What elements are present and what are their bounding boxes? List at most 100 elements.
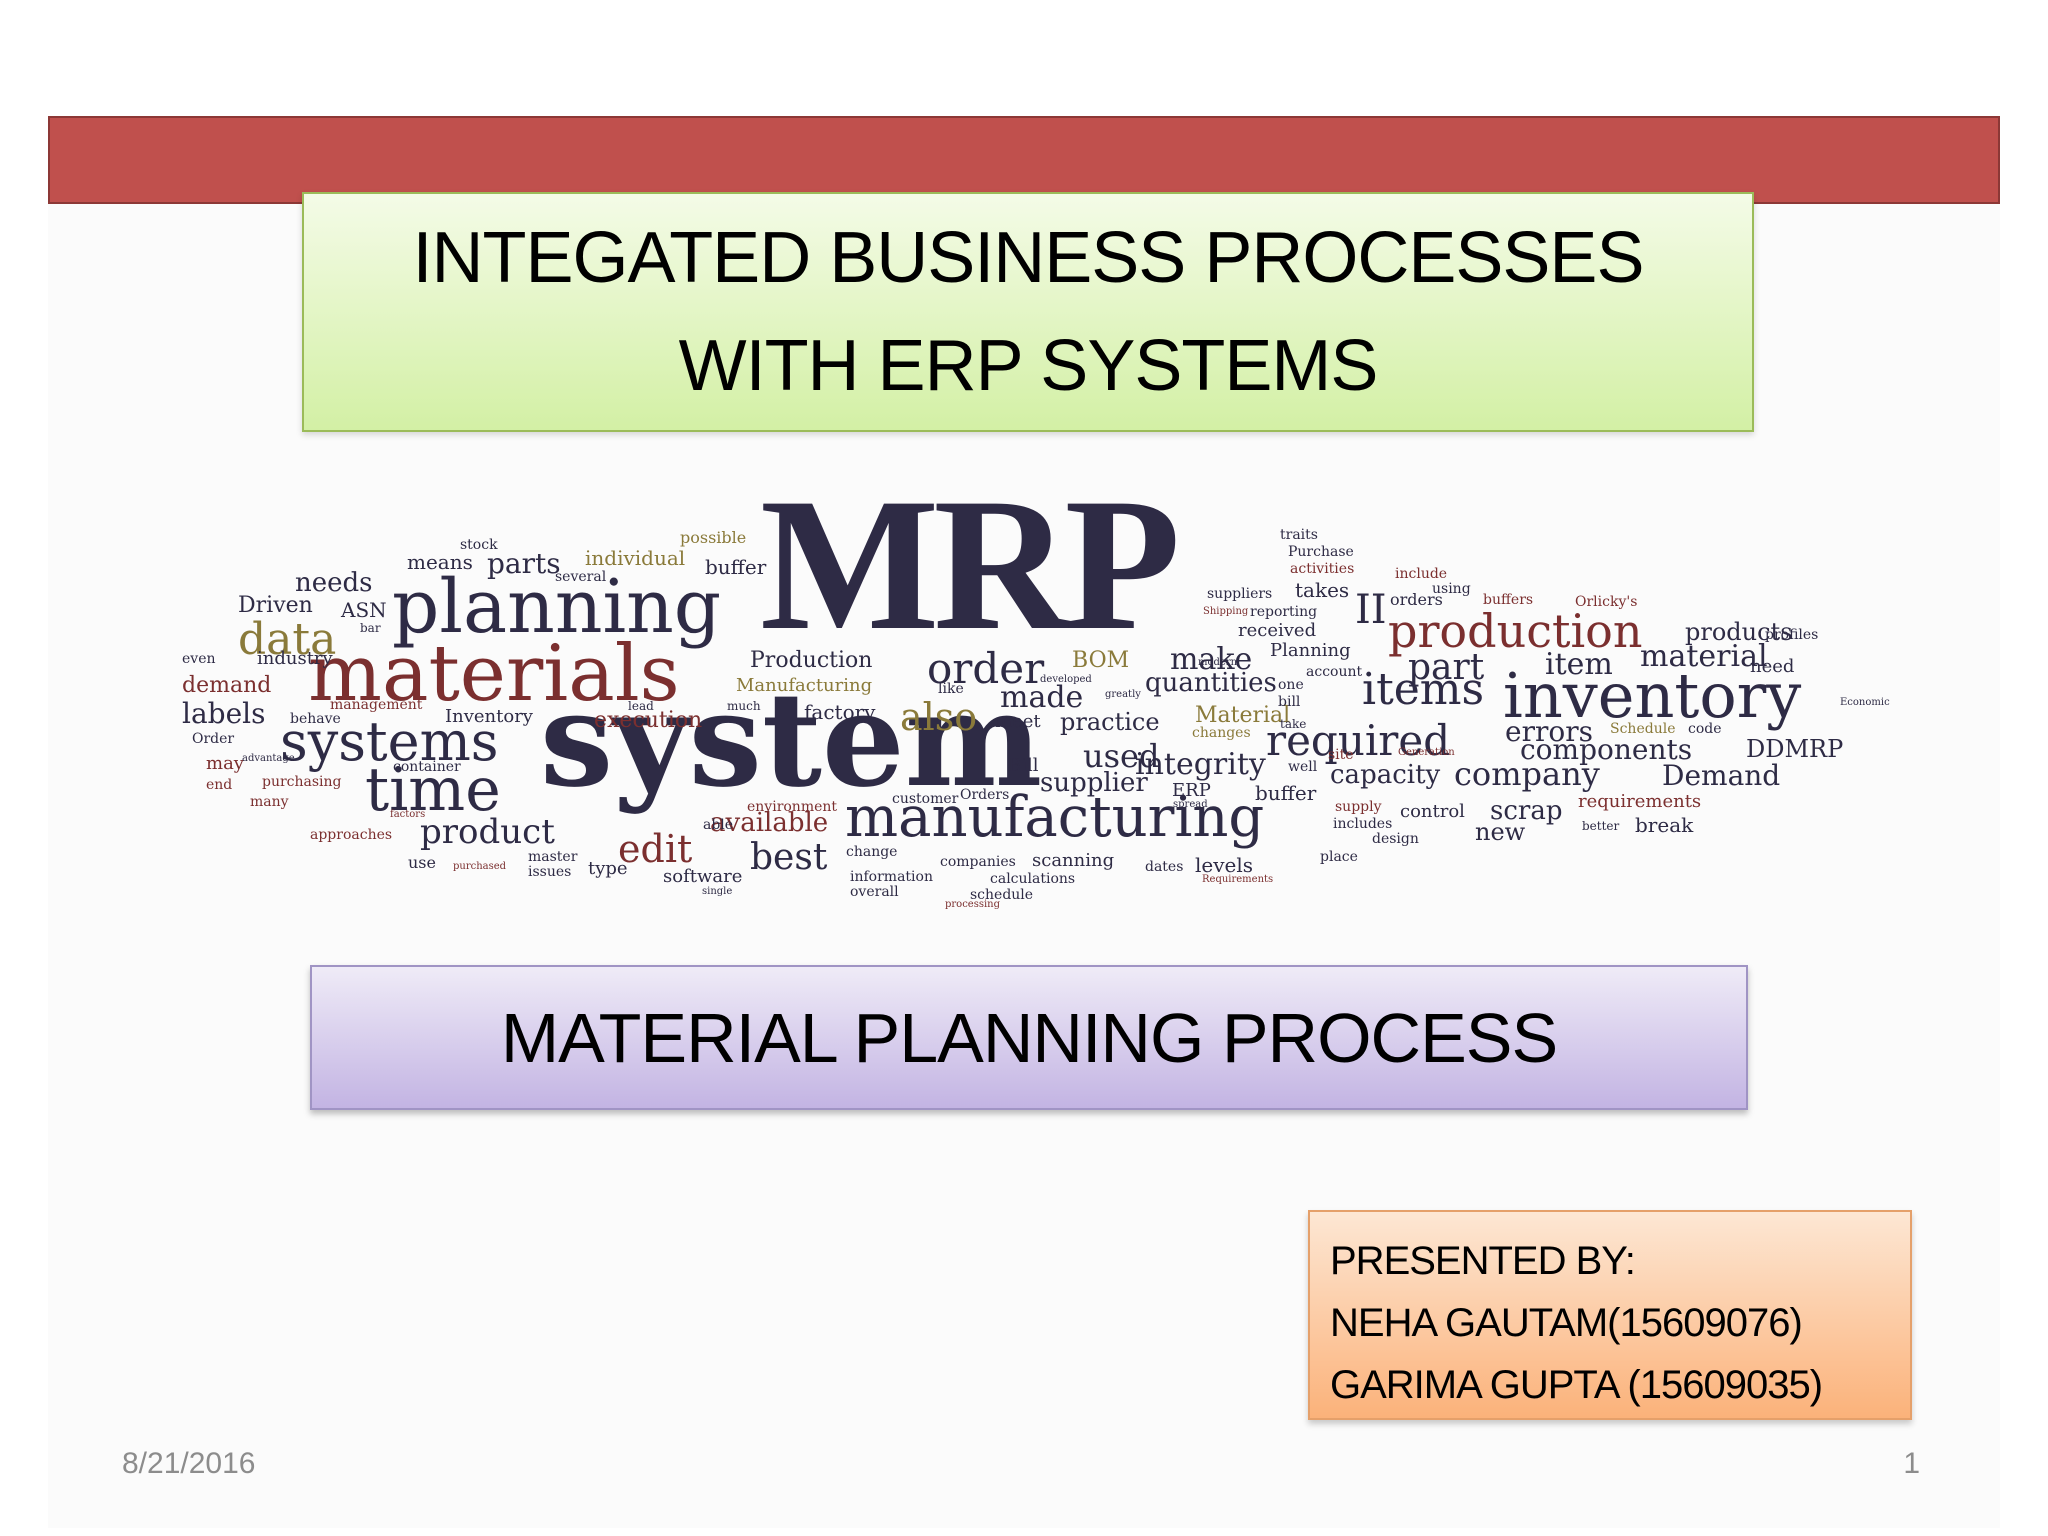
word-cloud-word: Economic [1840, 697, 1890, 708]
word-cloud-word: supply [1335, 799, 1382, 815]
word-cloud-word: software [663, 866, 743, 887]
word-cloud-word: end [206, 777, 233, 793]
word-cloud-word: master [528, 849, 578, 865]
word-cloud-word: greatly [1105, 689, 1141, 700]
word-cloud-word: management [330, 697, 423, 713]
word-cloud-word: Shipping [1203, 606, 1249, 617]
word-cloud-word: able [703, 817, 734, 833]
word-cloud-word: issues [528, 864, 572, 880]
title-line-2: WITH ERP SYSTEMS [678, 326, 1379, 406]
word-cloud-word: BOM [1072, 648, 1130, 673]
page-number: 1 [1903, 1447, 1920, 1480]
word-cloud-word: production [1388, 604, 1643, 658]
word-cloud-word: bar [360, 621, 381, 635]
word-cloud-word: profiles [1765, 627, 1819, 643]
word-cloud-word: available [710, 808, 829, 838]
word-cloud-word: planning [392, 564, 722, 650]
word-cloud-word: item [1545, 647, 1613, 682]
title-line-1: INTEGATED BUSINESS PROCESSES [412, 218, 1645, 298]
word-cloud-word: approaches [310, 827, 393, 843]
word-cloud-word: new [1475, 818, 1526, 846]
word-cloud-word: companies [940, 854, 1016, 870]
presenter-name: GARIMA GUPTA (15609035) [1330, 1363, 1823, 1407]
word-cloud-word: labels [182, 697, 266, 730]
word-cloud-word: take [1280, 717, 1307, 731]
word-cloud-word: Schedule [1610, 721, 1676, 737]
word-cloud-word: ASN [341, 598, 387, 622]
word-cloud-word: single [702, 886, 733, 897]
word-cloud-word: made [1000, 680, 1084, 715]
word-cloud-word: one [1278, 677, 1304, 693]
word-cloud-word: demand [182, 673, 272, 698]
word-cloud-word: control [1400, 801, 1465, 822]
word-cloud-word: customer [892, 791, 959, 807]
word-cloud-word: system [540, 663, 1043, 816]
word-cloud-word: levels [1195, 853, 1254, 877]
word-cloud-word: design [1372, 831, 1419, 847]
word-cloud-word: Material [1195, 703, 1291, 728]
word-cloud-word: part [1408, 647, 1485, 688]
word-cloud-word: II [1355, 587, 1387, 633]
word-cloud-word: order [927, 644, 1045, 693]
word-cloud-word: purchasing [262, 774, 342, 790]
word-cloud-word: place [1320, 849, 1358, 865]
word-cloud-word: environment [747, 799, 838, 815]
word-cloud-word: MRP [760, 460, 1181, 670]
subtitle-box: MATERIAL PLANNING PROCESS [310, 965, 1748, 1110]
word-cloud-word: materials [308, 629, 680, 719]
word-cloud-word: schedule [970, 887, 1034, 903]
word-cloud-word: buffer [1255, 781, 1317, 805]
presenters-heading: PRESENTED BY: [1330, 1239, 1636, 1283]
word-cloud-word: purchased [453, 861, 507, 872]
word-cloud-word: lead [628, 699, 654, 713]
word-cloud-word: suppliers [1207, 586, 1273, 602]
word-cloud-word: items [1362, 664, 1485, 715]
word-cloud-word: parts [487, 547, 561, 580]
word-cloud-word: Inventory [445, 706, 533, 727]
word-cloud-word: needs [295, 568, 373, 598]
word-cloud-word: company [1454, 755, 1600, 793]
word-cloud-word: buffers [1483, 592, 1534, 608]
word-cloud-word: required [1266, 716, 1451, 765]
word-cloud-word: code [1688, 721, 1722, 737]
word-cloud-word: components [1520, 733, 1693, 766]
word-cloud-word: several [555, 569, 607, 585]
word-cloud-word: spread [1173, 799, 1208, 810]
word-cloud-word: use [408, 853, 436, 872]
word-cloud-word: DDMRP [1746, 735, 1844, 763]
word-cloud-word: data [238, 614, 337, 665]
presenters-box: PRESENTED BY: NEHA GAUTAM(15609076) GARI… [1308, 1210, 1912, 1420]
word-cloud-word: practice [1060, 708, 1160, 736]
word-cloud-word: possible [680, 528, 747, 547]
word-cloud-word: used [1083, 737, 1160, 775]
word-cloud-word: like [938, 681, 964, 697]
word-cloud-word: orders [1390, 590, 1443, 609]
word-cloud-word: systems [280, 710, 499, 773]
word-cloud-word: Order [192, 731, 235, 747]
word-cloud-word: requirements [1578, 791, 1702, 812]
word-cloud-word: overall [850, 884, 899, 900]
word-cloud-word: behave [290, 711, 341, 727]
word-cloud-word: scanning [1032, 850, 1115, 871]
word-cloud-word: changes [1192, 725, 1251, 741]
word-cloud-word: container [393, 759, 461, 775]
word-cloud-word: Demand [1662, 759, 1781, 792]
word-cloud-word: meet [995, 711, 1041, 732]
word-cloud-word: account [1306, 664, 1363, 680]
word-cloud-word: stock [460, 537, 498, 553]
word-cloud-word: better [1582, 819, 1620, 833]
word-cloud-word: break [1635, 813, 1694, 837]
word-cloud-word: Planning [1270, 640, 1351, 661]
word-cloud-word: Manufacturing [736, 675, 873, 696]
word-cloud-word: Generation [1398, 747, 1455, 758]
word-cloud-word: much [727, 699, 761, 713]
word-cloud-word: errors [1505, 715, 1593, 748]
word-cloud-word: capacity [1330, 760, 1441, 790]
word-cloud-word: Purchase [1288, 544, 1354, 560]
word-cloud-word: developed [1040, 674, 1092, 685]
word-cloud-word: may [206, 753, 244, 774]
word-cloud-word: Production [750, 648, 873, 673]
word-cloud-word: Driven [238, 593, 313, 618]
word-cloud-word: buffer [705, 555, 767, 579]
